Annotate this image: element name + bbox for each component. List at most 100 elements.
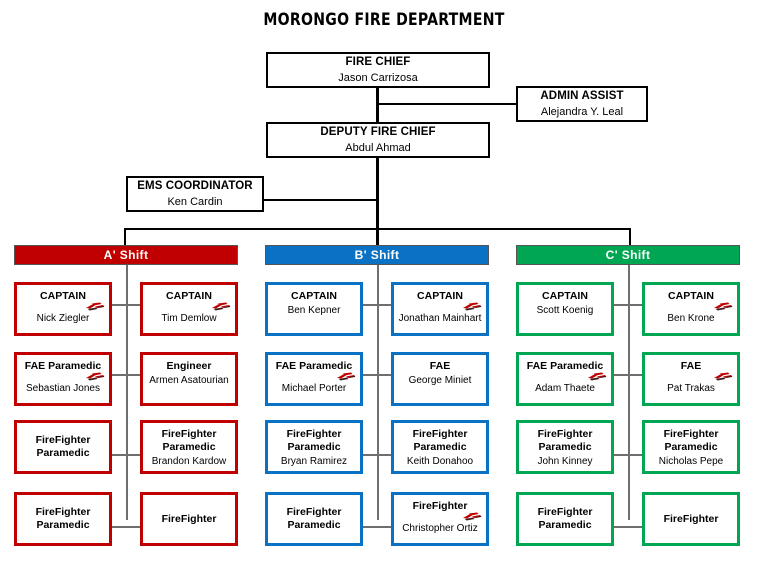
staff-role: FAE Paramedic [526,360,604,372]
admin-assist-name: Alejandra Y. Leal [540,106,624,118]
staff-name: Nick Ziegler [36,313,90,324]
staff-box-c-right-2[interactable]: FAE Pat Trakas [642,352,740,406]
ems-coordinator-name: Ken Cardin [167,196,223,208]
staff-box-a-right-4[interactable]: FireFighter [140,492,238,546]
connector-stub-c-left-2 [614,374,630,376]
staff-name: Armen Asatourian [149,375,229,386]
staff-role: FireFighter Paramedic [35,506,91,531]
staff-role-wrap: FireFighter [394,500,486,521]
staff-role-wrap: CAPTAIN [394,290,486,311]
connector-stub-c-right-4 [628,526,642,528]
staff-box-c-right-4[interactable]: FireFighter [642,492,740,546]
fire-emblem-icon [85,302,105,311]
staff-role: CAPTAIN [166,290,212,302]
fire-emblem-icon [85,372,105,381]
shift-header-a[interactable]: A' Shift [14,245,238,265]
staff-role: FAE [680,360,702,372]
shift-header-b[interactable]: B' Shift [265,245,489,265]
staff-name: Scott Koenig [536,305,594,316]
shift-header-label-a: A' Shift [103,248,149,262]
staff-role-wrap: FireFighter Paramedic [394,428,486,454]
connector-stub-b-right-1 [377,304,391,306]
connector-stub-a-right-3 [126,454,140,456]
staff-role: FireFighter Paramedic [412,428,468,453]
org-box-admin-assist[interactable]: ADMIN ASSIST Alejandra Y. Leal [516,86,648,122]
staff-role-wrap: FireFighter Paramedic [17,434,109,460]
fire-chief-name: Jason Carrizosa [338,72,418,84]
staff-name: Ben Krone [667,313,715,324]
connector-stub-c-right-1 [628,304,642,306]
staff-box-a-left-3[interactable]: FireFighter Paramedic [14,420,112,474]
connector-stub-b-right-2 [377,374,391,376]
staff-role-wrap: Engineer [143,360,235,373]
connector-stub-b-right-4 [377,526,391,528]
staff-box-c-right-1[interactable]: CAPTAIN Ben Krone [642,282,740,336]
staff-role-wrap: FireFighter Paramedic [519,506,611,532]
org-box-ems-coordinator[interactable]: EMS COORDINATOR Ken Cardin [126,176,264,212]
fire-emblem-icon [462,512,482,521]
staff-role: CAPTAIN [668,290,714,302]
staff-name: George Miniet [408,375,472,386]
staff-role-wrap: FireFighter Paramedic [17,506,109,532]
staff-role-wrap: FAE Paramedic [519,360,611,381]
staff-name: Christopher Ortiz [402,523,478,534]
connector-stub-b-left-3 [363,454,379,456]
connector-stub-a-left-1 [112,304,128,306]
staff-role-wrap: FireFighter [143,513,235,526]
connector-stub-a-right-4 [126,526,140,528]
connector-stub-b-left-1 [363,304,379,306]
connector-stub-b-left-4 [363,526,379,528]
connector-stub-a-left-3 [112,454,128,456]
org-box-deputy-fire-chief[interactable]: DEPUTY FIRE CHIEF Abdul Ahmad [266,122,490,158]
deputy-fire-chief-title: DEPUTY FIRE CHIEF [320,126,436,138]
staff-role: FireFighter Paramedic [663,428,719,453]
shift-header-label-c: C' Shift [605,248,651,262]
staff-name: Sebastian Jones [26,383,100,394]
staff-name: Jonathan Mainhart [398,313,482,324]
staff-box-c-left-4[interactable]: FireFighter Paramedic [516,492,614,546]
staff-name: Pat Trakas [667,383,715,394]
shift-header-c[interactable]: C' Shift [516,245,740,265]
connector-stub-b-left-2 [363,374,379,376]
page-title: MORONGO FIRE DEPARTMENT [263,10,505,30]
staff-role: FAE Paramedic [24,360,102,372]
staff-role-wrap: CAPTAIN [519,290,611,303]
connector-bus-drop-c [629,228,631,246]
connector-stub-c-left-1 [614,304,630,306]
staff-box-a-left-4[interactable]: FireFighter Paramedic [14,492,112,546]
staff-box-b-right-1[interactable]: CAPTAIN Jonathan Mainhart [391,282,489,336]
staff-box-a-left-1[interactable]: CAPTAIN Nick Ziegler [14,282,112,336]
staff-role-wrap: FAE [645,360,737,381]
staff-box-c-left-1[interactable]: CAPTAIN Scott Koenig [516,282,614,336]
staff-role-wrap: FireFighter Paramedic [645,428,737,454]
staff-role: CAPTAIN [542,290,588,302]
staff-role: FireFighter Paramedic [537,428,593,453]
shift-spine-a [126,265,128,520]
shift-spine-b [377,265,379,520]
shift-spine-c [628,265,630,520]
org-box-fire-chief[interactable]: FIRE CHIEF Jason Carrizosa [266,52,490,88]
staff-role-wrap: CAPTAIN [268,290,360,303]
staff-role: FireFighter [161,512,217,525]
staff-role: CAPTAIN [40,290,86,302]
connector-stub-a-left-2 [112,374,128,376]
fire-emblem-icon [587,372,607,381]
shift-header-label-b: B' Shift [354,248,400,262]
staff-box-b-left-4[interactable]: FireFighter Paramedic [265,492,363,546]
connector-stub-c-right-3 [628,454,642,456]
fire-emblem-icon [211,302,231,311]
staff-role-wrap: FireFighter [645,513,737,526]
